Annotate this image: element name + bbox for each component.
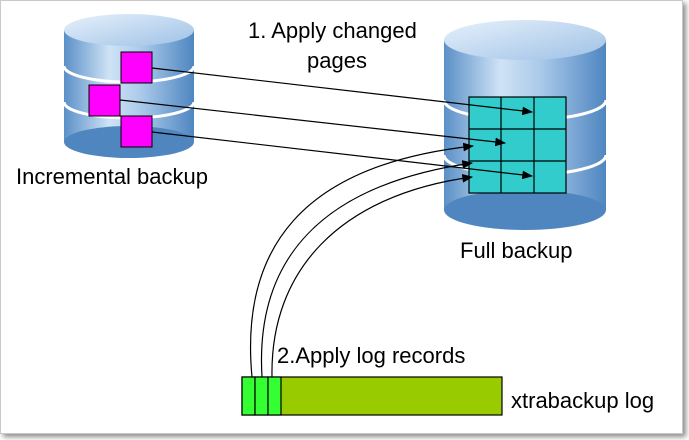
changed-page-block [120, 51, 153, 84]
changed-pages [88, 51, 153, 148]
log-record [267, 376, 282, 416]
log-arrow [260, 160, 474, 378]
changed-page-block [88, 84, 121, 117]
incremental-backup-label: Incremental backup [16, 164, 208, 189]
log-arrow [271, 174, 474, 378]
apply-log-arrows [249, 142, 475, 378]
page-arrow [151, 67, 534, 116]
changed-page-block [120, 115, 153, 148]
log-arrow [249, 142, 475, 378]
xtrabackup-log-label: xtrabackup log [511, 388, 654, 413]
full-backup-label: Full backup [460, 238, 573, 263]
page-grid [468, 96, 567, 194]
log-record [254, 376, 269, 416]
log-record [241, 376, 256, 416]
xtrabackup-log-bar [241, 376, 503, 416]
step1-label-line2: pages [307, 48, 367, 73]
page-arrow [119, 99, 507, 147]
step1-label-line1: 1. Apply changed [248, 18, 417, 43]
step2-label: 2.Apply log records [277, 343, 465, 368]
